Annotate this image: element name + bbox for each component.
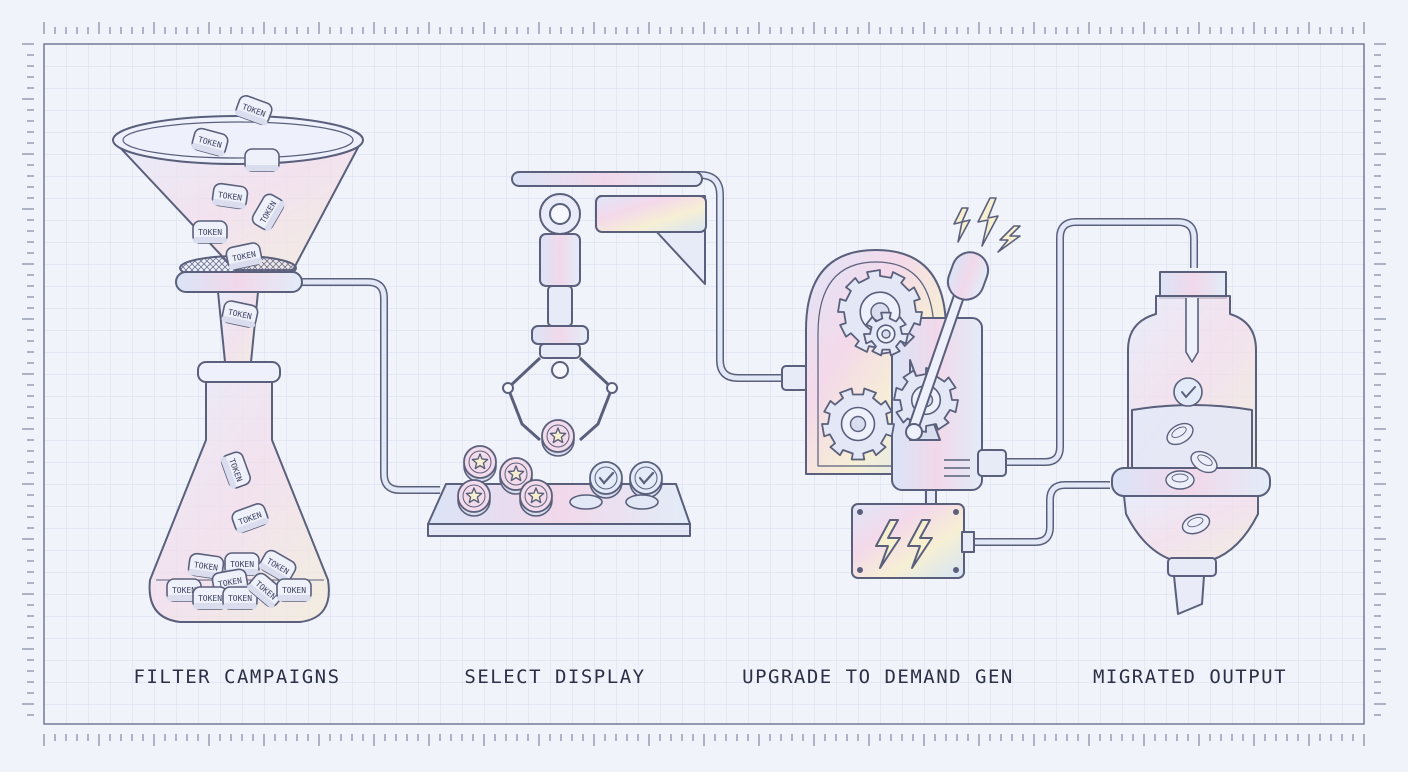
svg-text:TOKEN: TOKEN — [198, 594, 222, 603]
token-chip: TOKEN — [220, 451, 251, 489]
svg-text:TOKEN: TOKEN — [217, 576, 242, 589]
svg-text:TOKEN: TOKEN — [172, 586, 196, 595]
token-chip: TOKEN — [276, 578, 312, 602]
flat-token-icon — [625, 494, 659, 510]
token-group: TOKENTOKENTOKENTOKENTOKENTOKENTOKENTOKEN… — [166, 95, 312, 610]
svg-text:TOKEN: TOKEN — [193, 560, 218, 572]
tray — [427, 483, 691, 537]
lever-icon — [905, 251, 990, 441]
token-chip: TOKEN — [258, 549, 297, 583]
star-token-icon — [499, 457, 533, 495]
token-chip — [1166, 422, 1194, 446]
star-token-icon — [463, 445, 497, 483]
svg-text:TOKEN: TOKEN — [217, 190, 242, 202]
step-label-migrated-output: MIGRATED OUTPUT — [1092, 666, 1288, 688]
token-chip: TOKEN — [221, 300, 259, 328]
token-chip: TOKEN — [211, 182, 249, 210]
token-chip: TOKEN — [231, 503, 269, 534]
svg-text:TOKEN: TOKEN — [198, 228, 222, 237]
token-chip — [244, 148, 280, 172]
check-token-icon — [1173, 377, 1203, 407]
star-token-icon — [519, 479, 553, 517]
token-chip: TOKEN — [191, 127, 229, 157]
step-label-upgrade-to-demand-gen: UPGRADE TO DEMAND GEN — [742, 666, 1014, 688]
token-chip: TOKEN — [225, 242, 263, 270]
token-chip — [1190, 450, 1218, 474]
star-token-icon — [541, 419, 575, 457]
ruler-bottom — [43, 734, 1365, 746]
ruler-right — [1374, 43, 1386, 716]
jar-token-group — [1165, 377, 1218, 535]
token-chip: TOKEN — [235, 95, 273, 126]
lightning-icon — [953, 197, 1021, 253]
svg-text:TOKEN: TOKEN — [228, 594, 252, 603]
check-token-icon — [629, 461, 663, 499]
token-chip — [1165, 470, 1195, 490]
step-label-filter-campaigns: FILTER CAMPAIGNS — [133, 666, 341, 688]
token-chip: TOKEN — [222, 586, 258, 610]
gear-icon — [863, 311, 909, 357]
flat-token-icon — [569, 494, 603, 510]
step-label-select-display: SELECT DISPLAY — [464, 666, 646, 688]
token-chip: TOKEN — [247, 572, 285, 609]
token-chip: TOKEN — [192, 586, 228, 610]
pipes — [300, 171, 1198, 546]
svg-text:TOKEN: TOKEN — [282, 586, 306, 595]
gear-icon — [821, 269, 959, 461]
power-box-icon — [851, 503, 975, 579]
ruler-left — [22, 43, 34, 716]
token-chip: TOKEN — [192, 220, 228, 244]
gear-icon — [821, 387, 895, 461]
svg-text:TOKEN: TOKEN — [230, 560, 254, 569]
token-chip: TOKEN — [251, 193, 285, 232]
check-token-icon — [589, 461, 623, 499]
star-token-icon — [457, 479, 491, 517]
disc-token-group — [457, 419, 663, 517]
token-chip — [1181, 513, 1211, 535]
robot-claw-icon — [502, 171, 707, 442]
ruler-top — [43, 22, 1365, 34]
